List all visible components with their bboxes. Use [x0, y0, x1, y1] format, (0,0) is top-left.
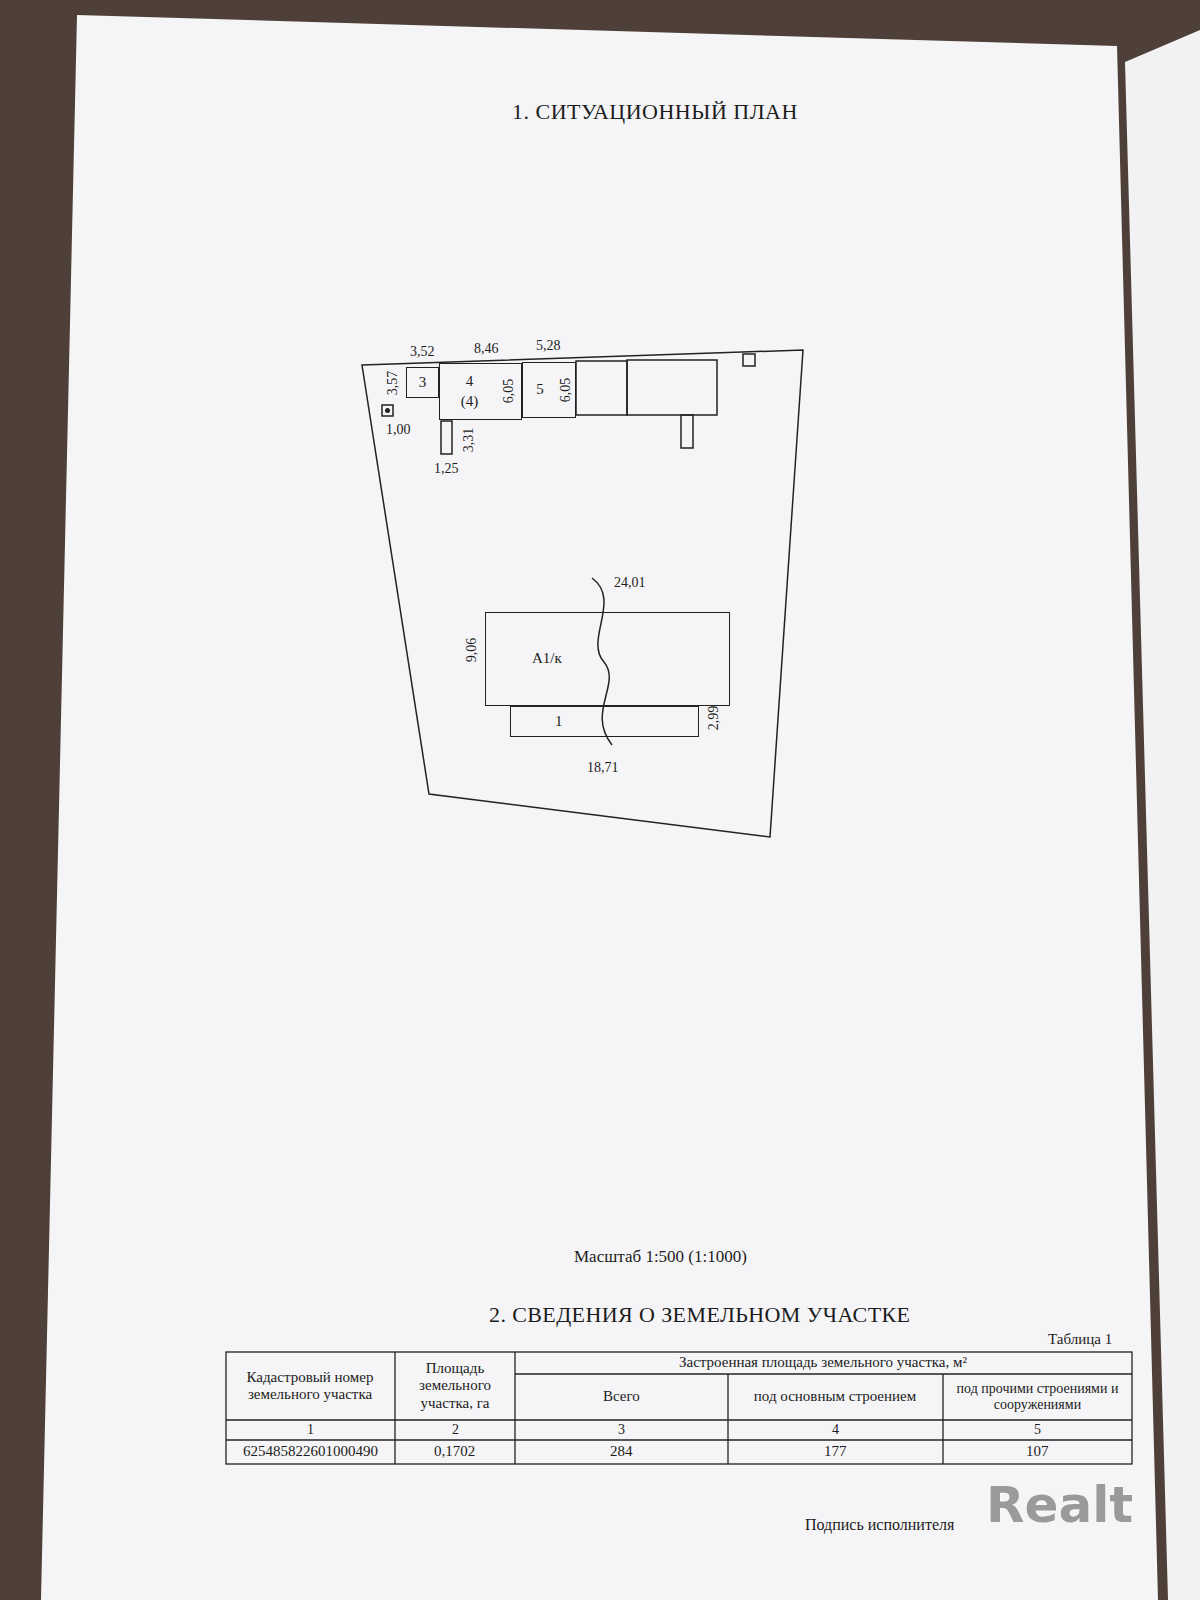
dimension: 18,71	[587, 760, 619, 776]
dimension: 3,31	[461, 428, 477, 453]
table-cell: Площадь земельного участка, га	[400, 1360, 510, 1412]
well-symbol	[743, 354, 755, 366]
table-cell: 1	[307, 1422, 314, 1438]
table-cell: 0,1702	[434, 1443, 475, 1460]
signature-note: Подпись исполнителя	[805, 1516, 954, 1534]
steps	[441, 421, 452, 454]
break-line	[592, 578, 612, 745]
dimension: 1,25	[434, 461, 459, 477]
dimension: 3,57	[385, 371, 401, 396]
section-heading: 2. СВЕДЕНИЯ О ЗЕМЕЛЬНОМ УЧАСТКЕ	[489, 1302, 910, 1327]
pole-dot	[385, 408, 390, 413]
table-cell: Кадастровый номер земельного участка	[230, 1369, 390, 1404]
table-cell: 625485822601000490	[243, 1443, 378, 1460]
dimension: 1,00	[386, 422, 411, 438]
house-building: А1/к	[485, 612, 730, 706]
building-number: 4	[466, 373, 474, 390]
table-cell: 107	[1026, 1443, 1049, 1460]
paper-sheet	[41, 15, 1158, 1600]
dimension: 6,05	[501, 379, 517, 404]
dimension: 6,05	[558, 378, 574, 403]
building-number: 1	[555, 713, 563, 730]
building-number: (4)	[461, 393, 479, 410]
table-cell: 284	[610, 1443, 633, 1460]
table-cell: 177	[824, 1443, 847, 1460]
table-cell: 5	[1034, 1422, 1041, 1438]
page-title: 1. СИТУАЦИОННЫЙ ПЛАН	[512, 99, 798, 124]
dimension: 2,99	[706, 706, 722, 731]
table-cell: под прочими строениями и сооружениями	[950, 1381, 1125, 1413]
building-number: 3	[419, 374, 427, 391]
table-cell: 4	[832, 1422, 839, 1438]
lot-boundary	[362, 350, 803, 837]
dimension: 9,06	[464, 638, 480, 663]
table-cell: 2	[452, 1422, 459, 1438]
table-cell: под основным строением	[740, 1388, 930, 1405]
outbuilding	[627, 360, 717, 415]
pole-symbol	[382, 405, 393, 416]
porch-annex: 1	[510, 706, 699, 737]
table-cell: 3	[618, 1422, 625, 1438]
table-cell: Всего	[603, 1388, 640, 1405]
dimension: 8,46	[474, 341, 499, 357]
watermark: Realt	[986, 1477, 1133, 1535]
scale-note: Масштаб 1:500 (1:1000)	[574, 1247, 747, 1267]
outbuilding	[576, 361, 627, 415]
table-caption: Таблица 1	[1048, 1331, 1112, 1348]
outbuilding: 3	[406, 367, 439, 398]
dimension: 3,52	[410, 344, 435, 360]
building-number: 5	[536, 381, 544, 398]
table-cell: Застроенная площадь земельного участка, …	[679, 1354, 967, 1371]
dimension: 24,01	[614, 575, 646, 591]
steps	[681, 415, 693, 448]
building-number: А1/к	[532, 650, 562, 667]
dimension: 5,28	[536, 338, 561, 354]
